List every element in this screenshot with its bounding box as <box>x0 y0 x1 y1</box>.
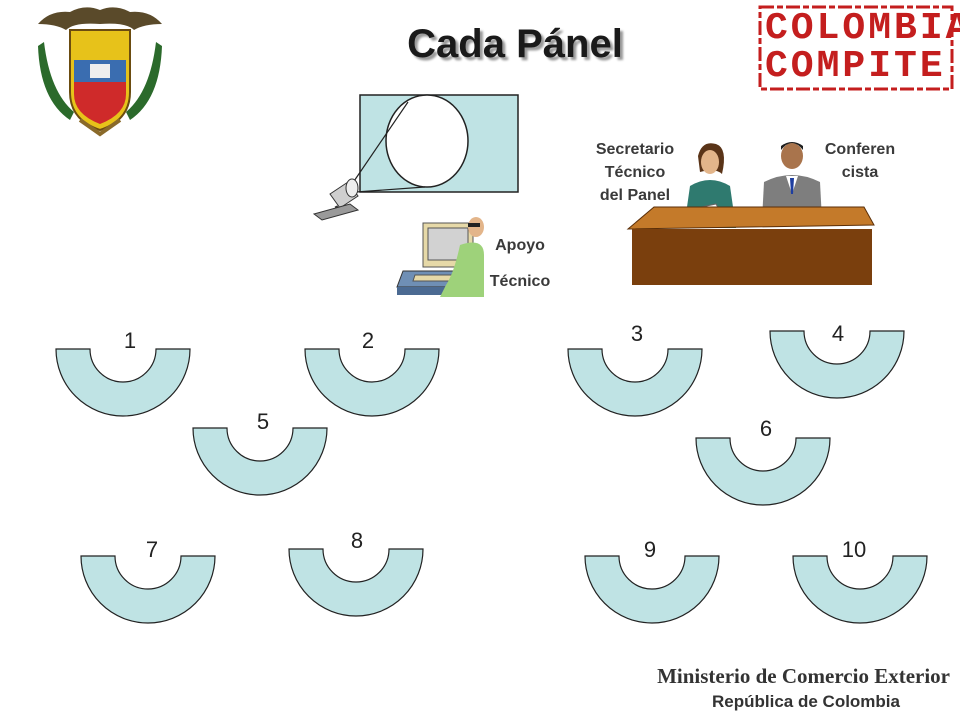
colombia-compite-stamp: COLOMBIA COMPITE <box>757 4 960 92</box>
u-table-2 <box>304 348 440 417</box>
stamp-line1: COLOMBIA <box>765 7 960 50</box>
ministry-label: Ministerio de Comercio Exterior <box>657 664 950 688</box>
secretary-label-line3: del Panel <box>599 187 671 204</box>
table-number-4: 4 <box>831 321 845 346</box>
u-table-5 <box>192 427 328 496</box>
table-number-2: 2 <box>361 328 375 353</box>
u-table-7 <box>80 555 216 624</box>
projector-icon <box>312 94 519 221</box>
stamp-line2: COMPITE <box>765 45 946 88</box>
u-table-10 <box>792 555 928 624</box>
table-number-9: 9 <box>643 537 657 562</box>
u-table-8 <box>288 548 424 617</box>
support-label-line1: Apoyo <box>495 237 545 254</box>
desk <box>626 206 875 285</box>
table-number-7: 7 <box>145 537 159 562</box>
secretary-label-line1: Secretario <box>595 141 675 158</box>
u-table-3 <box>567 348 703 417</box>
table-number-10: 10 <box>841 537 867 562</box>
table-number-5: 5 <box>256 409 270 434</box>
speaker-label-line2: cista <box>841 164 879 181</box>
page-title: Cada Pánel <box>407 22 623 66</box>
computer-icon <box>396 222 482 295</box>
u-table-4 <box>769 330 905 399</box>
support-person-icon <box>440 217 484 297</box>
support-label-line2: Técnico <box>489 273 551 290</box>
table-number-1: 1 <box>123 328 137 353</box>
u-table-1 <box>55 348 191 417</box>
coat-of-arms-icon <box>38 7 162 137</box>
country-label: República de Colombia <box>712 692 900 711</box>
table-number-8: 8 <box>350 528 364 553</box>
u-table-6 <box>695 437 831 506</box>
table-number-3: 3 <box>630 321 644 346</box>
u-table-9 <box>584 555 720 624</box>
speaker-label-line1: Conferen <box>824 141 896 158</box>
secretary-label-line2: Técnico <box>604 164 666 181</box>
table-number-6: 6 <box>759 416 773 441</box>
